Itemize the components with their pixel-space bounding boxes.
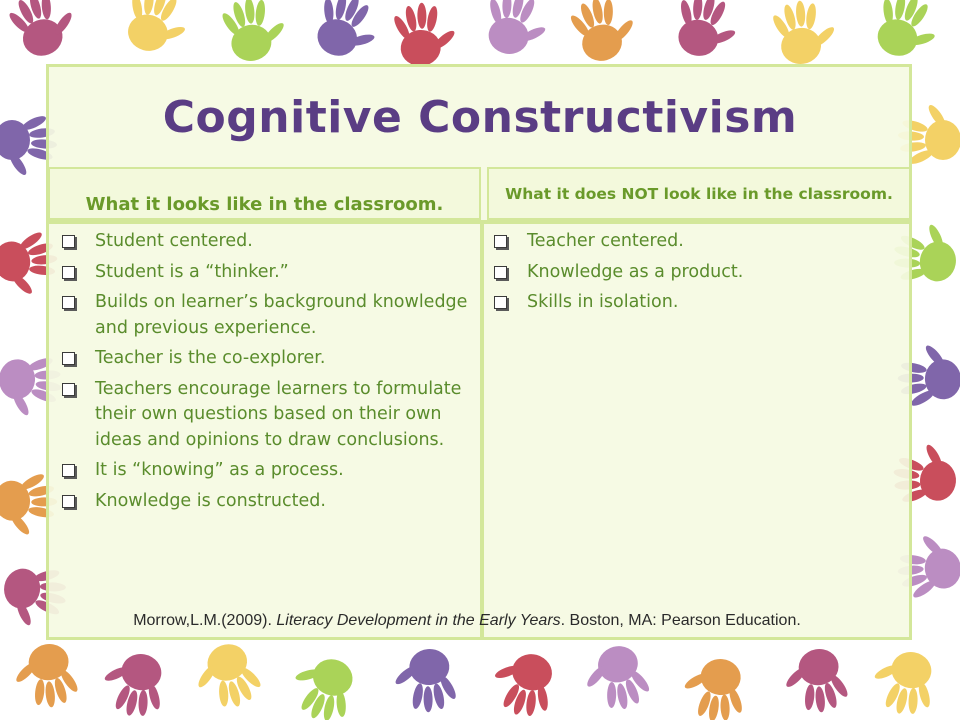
list-item-text: It is “knowing” as a process.: [95, 460, 344, 480]
list-item-text: Teacher centered.: [527, 231, 684, 251]
left-column-header: What it looks like in the classroom.: [48, 167, 481, 220]
list-item-text: Teachers encourage learners to formulate…: [95, 378, 462, 450]
list-item: Skills in isolation.: [492, 290, 892, 316]
list-item: It is “knowing” as a process.: [60, 458, 470, 484]
checkbox-square-icon: [62, 265, 75, 279]
list-item-text: Knowledge is constructed.: [95, 490, 326, 511]
checkbox-square-icon: [62, 235, 75, 248]
citation-publisher: . Boston, MA: Pearson Education.: [560, 612, 801, 629]
list-item-text: Student is a “thinker.”: [95, 261, 289, 282]
handprint-icon: [16, 644, 78, 708]
checkbox-square-icon: [494, 265, 507, 279]
list-item: Teachers encourage learners to formulate…: [60, 377, 470, 454]
checkbox-square-icon: [494, 235, 507, 248]
right-column-header: What it does NOT look like in the classr…: [487, 167, 911, 220]
checkbox-square-icon: [62, 352, 75, 365]
handprint-icon: [897, 345, 960, 406]
checkbox-square-icon: [62, 464, 75, 477]
handprint-icon: [874, 652, 932, 714]
list-item: Student is a “thinker.”: [60, 260, 470, 286]
handprint-icon: [678, 0, 736, 56]
list-item: Knowledge is constructed.: [60, 489, 470, 515]
citation: Morrow,L.M.(2009). Literacy Development …: [0, 612, 934, 630]
handprint-icon: [488, 0, 546, 54]
checkbox-square-icon: [494, 296, 507, 309]
handprint-icon: [317, 0, 375, 56]
checkbox-square-icon: [62, 382, 75, 396]
handprint-icon: [104, 654, 162, 716]
list-item-text: Builds on learner’s background knowledge…: [95, 292, 468, 338]
handprint-icon: [394, 2, 455, 66]
list-item-text: Student centered.: [95, 231, 253, 251]
handprint-icon: [570, 0, 633, 61]
handprint-icon: [587, 646, 650, 710]
slide-title: Cognitive Constructivism: [162, 92, 798, 143]
right-bullet-list: Teacher centered. Knowledge as a product…: [492, 229, 892, 321]
left-bullet-list: Student centered. Student is a “thinker.…: [60, 229, 470, 519]
citation-title: Literacy Development in the Early Years: [276, 612, 561, 629]
content-panel: [46, 64, 912, 640]
handprint-icon: [9, 0, 72, 56]
handprint-icon: [786, 649, 848, 713]
citation-author: Morrow,L.M.(2009).: [133, 612, 277, 629]
handprint-icon: [773, 0, 835, 64]
header-divider: [48, 220, 910, 224]
list-item: Teacher centered.: [492, 229, 892, 255]
checkbox-square-icon: [62, 296, 75, 309]
handprint-icon: [395, 649, 456, 713]
list-item: Teacher is the co-explorer.: [60, 346, 470, 372]
list-item-text: Knowledge as a product.: [527, 261, 744, 282]
list-item-text: Skills in isolation.: [527, 292, 679, 312]
handprint-icon: [877, 0, 935, 56]
list-item: Knowledge as a product.: [492, 260, 892, 286]
handprint-icon: [495, 654, 552, 716]
list-item-text: Teacher is the co-explorer.: [95, 348, 326, 368]
handprint-icon: [222, 0, 284, 61]
handprint-icon: [295, 659, 353, 720]
column-divider: [480, 224, 484, 638]
list-item: Student centered.: [60, 229, 470, 255]
checkbox-square-icon: [62, 494, 75, 508]
list-item: Builds on learner’s background knowledge…: [60, 290, 470, 341]
handprint-icon: [198, 644, 261, 707]
handprint-icon: [128, 0, 185, 51]
handprint-icon: [684, 659, 742, 720]
